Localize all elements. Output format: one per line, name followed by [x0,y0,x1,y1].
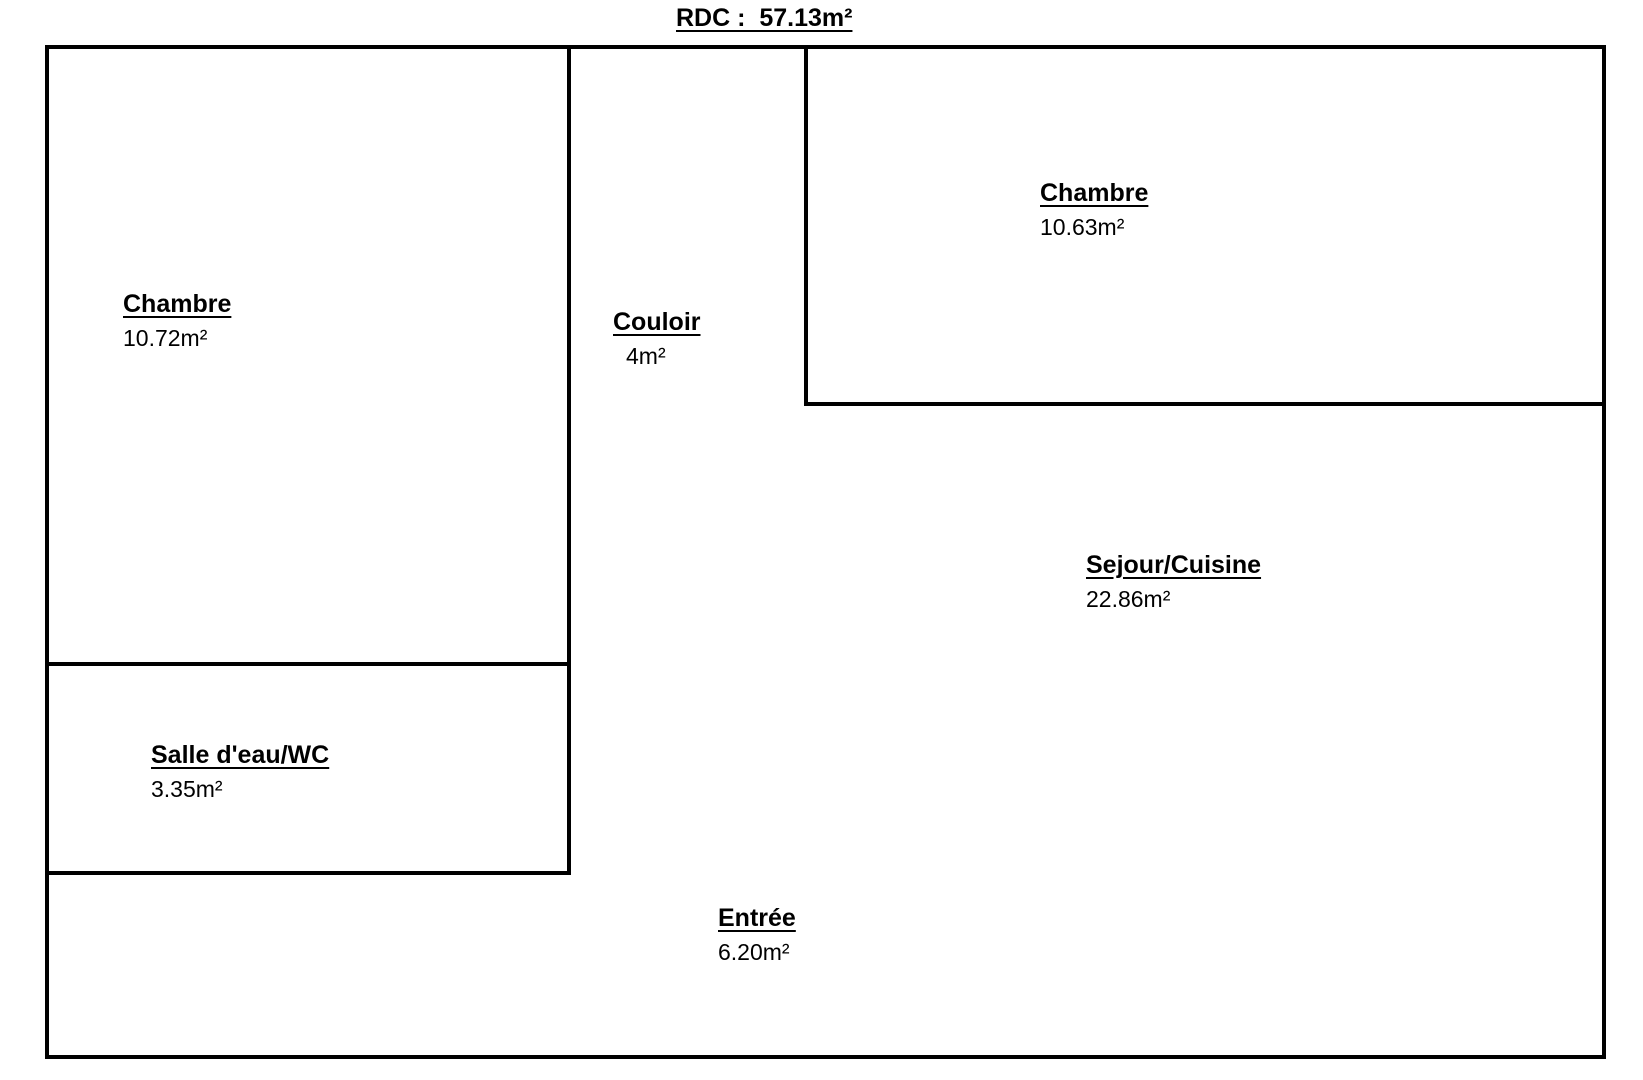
outer-wall-right [1602,45,1606,1059]
room-name: Salle d'eau/WC [151,741,330,769]
room-area: 4m² [626,343,666,370]
wall-bedroom-bathroom [45,662,571,666]
room-area: 10.72m² [123,325,208,352]
wall-bathroom-entrance [45,871,571,875]
room-bedroom-left: Chambre 10.72m² [123,289,231,353]
room-corridor: Couloir 4m² [613,307,701,371]
room-name: Chambre [1040,179,1149,207]
room-living-kitchen: Sejour/Cuisine 22.86m² [1086,550,1261,614]
wall-left-column-right [567,45,571,875]
outer-wall-top [45,45,1606,49]
plan-title: RDC : 57.13m² [676,4,853,32]
room-area: 6.20m² [718,939,790,966]
outer-wall-bottom [45,1055,1606,1059]
room-name: Sejour/Cuisine [1086,551,1262,579]
room-area: 22.86m² [1086,586,1171,613]
room-bedroom-right: Chambre 10.63m² [1040,178,1148,242]
room-name: Couloir [613,308,701,336]
room-bathroom-wc: Salle d'eau/WC 3.35m² [151,740,329,804]
room-name: Chambre [123,290,232,318]
wall-bedroom-living [804,402,1606,406]
room-name: Entrée [718,904,796,932]
room-area: 10.63m² [1040,214,1125,241]
room-area: 3.35m² [151,776,223,803]
outer-wall-left [45,45,49,1059]
room-entrance: Entrée 6.20m² [718,903,796,967]
wall-corridor-bedroom [804,45,808,406]
